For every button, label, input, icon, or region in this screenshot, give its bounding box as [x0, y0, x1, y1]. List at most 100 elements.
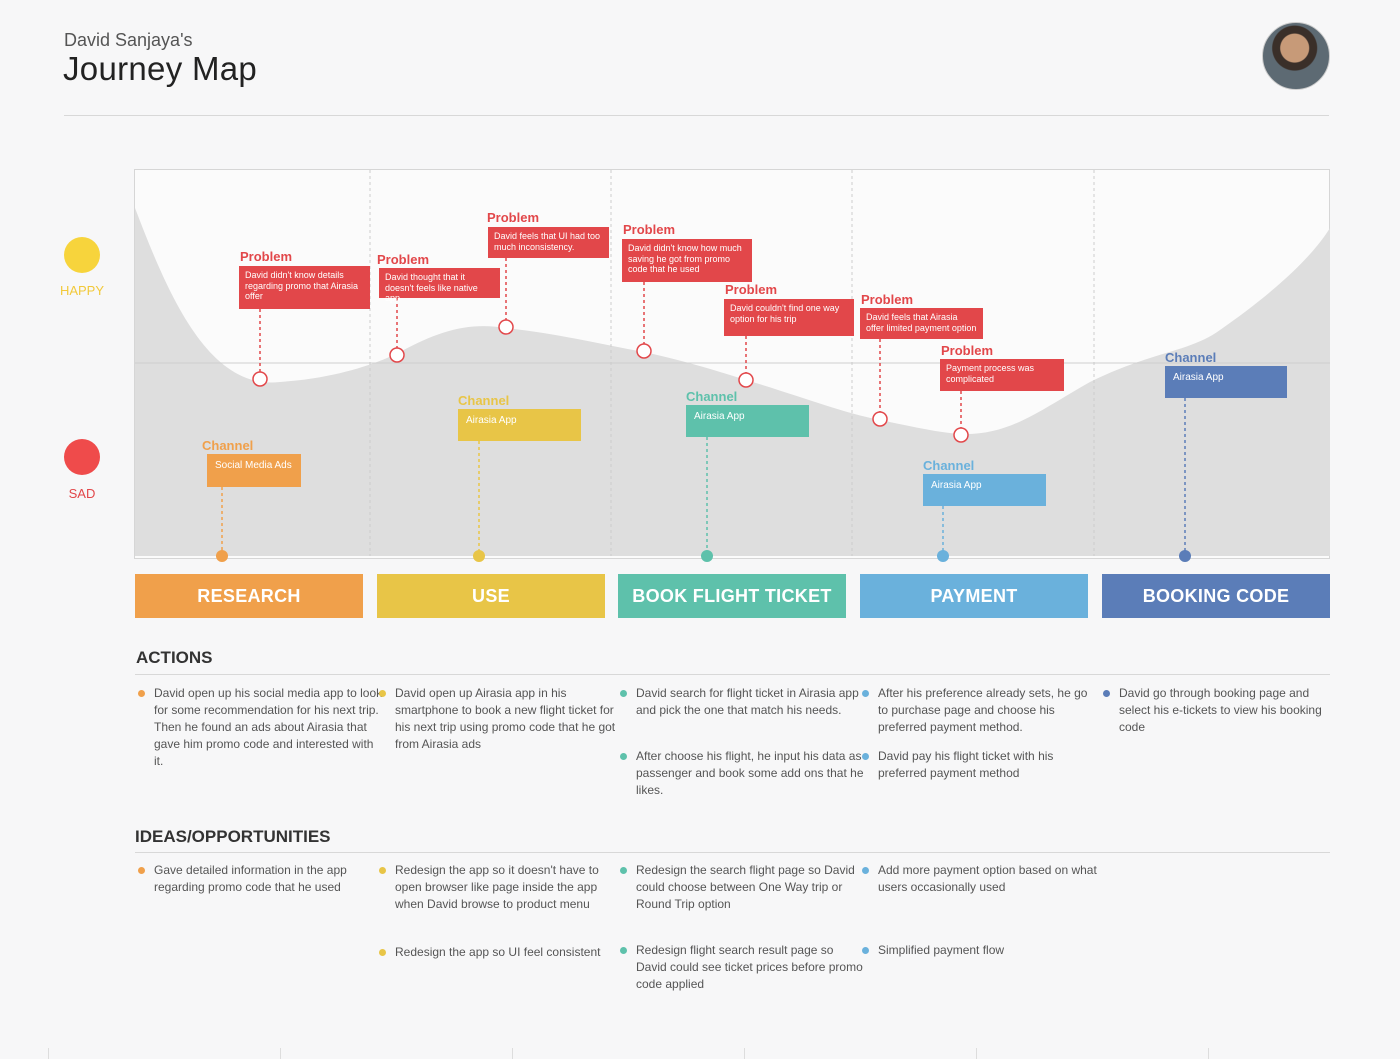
action-text: David open up his social media app to lo… — [154, 686, 383, 768]
bullet-dot — [862, 947, 869, 954]
problem-callout: David couldn't find one way option for h… — [724, 299, 854, 336]
idea-item: Redesign the search flight page so David… — [618, 862, 866, 913]
idea-text: Redesign the app so it doesn't have to o… — [395, 863, 599, 911]
footer-tick — [280, 1048, 281, 1059]
channel-callout: Airasia App — [458, 409, 581, 441]
idea-text: Add more payment option based on what us… — [878, 863, 1097, 894]
actions-heading: ACTIONS — [136, 648, 213, 667]
bullet-dot — [620, 753, 627, 760]
channel-title: Channel — [923, 458, 975, 473]
bullet-dot — [862, 867, 869, 874]
stage-use: USE — [377, 574, 605, 618]
bullet-dot — [862, 753, 869, 760]
footer-tick — [976, 1048, 977, 1059]
idea-text: Redesign the search flight page so David… — [636, 863, 855, 911]
footer-tick — [48, 1048, 49, 1059]
problem-marker — [498, 319, 514, 335]
bullet-dot — [379, 949, 386, 956]
channel-callout: Social Media Ads — [207, 454, 301, 487]
sad-indicator-dot — [64, 439, 100, 475]
action-text: David search for flight ticket in Airasi… — [636, 686, 859, 717]
problem-title: Problem — [941, 343, 994, 358]
problem-callout: David thought that it doesn't feels like… — [379, 268, 500, 303]
problem-callout: David feels that UI had too much inconsi… — [488, 227, 609, 258]
channel-marker — [473, 550, 485, 562]
problem-callout: David feels that Airasia offer limited p… — [860, 308, 983, 339]
bullet-dot — [1103, 690, 1110, 697]
channel-title: Channel — [686, 389, 738, 404]
channel-callout: Airasia App — [686, 405, 809, 437]
action-item: David pay his flight ticket with his pre… — [860, 748, 1100, 782]
idea-item: Redesign flight search result page so Da… — [618, 942, 866, 993]
channel-marker — [1179, 550, 1191, 562]
happy-indicator-dot — [64, 237, 100, 273]
problem-title: Problem — [487, 210, 540, 225]
footer-tick — [1208, 1048, 1209, 1059]
footer-tick — [512, 1048, 513, 1059]
action-item: David open up his social media app to lo… — [136, 685, 386, 770]
map-owner-subtitle: David Sanjaya's — [64, 30, 193, 50]
header-divider — [64, 115, 1329, 116]
problem-title: Problem — [861, 292, 914, 307]
bullet-dot — [379, 690, 386, 697]
channel-marker — [701, 550, 713, 562]
problem-callout: Payment process was complicated — [940, 359, 1064, 391]
channel-title: Channel — [202, 438, 254, 453]
bullet-dot — [862, 690, 869, 697]
action-text: David open up Airasia app in his smartph… — [395, 686, 616, 751]
action-item: David search for flight ticket in Airasi… — [618, 685, 864, 719]
action-text: After his preference already sets, he go… — [878, 686, 1088, 734]
bullet-dot — [620, 690, 627, 697]
problem-marker — [389, 347, 405, 363]
channel-title: Channel — [458, 393, 510, 408]
ideas-divider — [135, 852, 1330, 853]
problem-marker — [953, 427, 969, 443]
emotion-curve-layer — [135, 170, 1330, 562]
emotion-curve — [135, 208, 1330, 556]
bullet-dot — [138, 867, 145, 874]
bullet-dot — [379, 867, 386, 874]
sad-label: SAD — [68, 486, 96, 501]
channel-callout: Airasia App — [1165, 366, 1287, 398]
idea-item: Gave detailed information in the app reg… — [136, 862, 386, 896]
happy-label: HAPPY — [59, 283, 105, 298]
channel-callout: Airasia App — [923, 474, 1046, 506]
stage-dividers — [369, 170, 1095, 556]
channel-marker — [937, 550, 949, 562]
action-text: After choose his flight, he input his da… — [636, 749, 864, 797]
ideas-heading: IDEAS/OPPORTUNITIES — [135, 827, 331, 846]
problem-callout: David didn't know details regarding prom… — [239, 266, 370, 309]
idea-text: Simplified payment flow — [878, 943, 1005, 957]
stage-book-flight-ticket: BOOK FLIGHT TICKET — [618, 574, 846, 618]
stage-booking-code: BOOKING CODE — [1102, 574, 1330, 618]
action-item: David go through booking page and select… — [1101, 685, 1339, 736]
action-text: David pay his flight ticket with his pre… — [878, 749, 1054, 780]
problem-title: Problem — [725, 282, 778, 297]
idea-item: Redesign the app so it doesn't have to o… — [377, 862, 625, 913]
idea-text: Redesign flight search result page so Da… — [636, 943, 863, 991]
actions-divider — [135, 674, 1330, 675]
idea-item: Add more payment option based on what us… — [860, 862, 1100, 896]
idea-text: Redesign the app so UI feel consistent — [395, 945, 601, 959]
stage-research: RESEARCH — [135, 574, 363, 618]
idea-item: Simplified payment flow — [860, 942, 1100, 959]
channel-title: Channel — [1165, 350, 1217, 365]
page-title: Journey Map — [63, 50, 258, 87]
problem-marker — [252, 371, 268, 387]
action-item: After choose his flight, he input his da… — [618, 748, 864, 799]
problem-marker — [636, 343, 652, 359]
bullet-dot — [620, 867, 627, 874]
action-item: David open up Airasia app in his smartph… — [377, 685, 617, 753]
channel-marker — [216, 550, 228, 562]
avatar — [1262, 22, 1330, 90]
problem-title: Problem — [623, 222, 676, 237]
idea-item: Redesign the app so UI feel consistent — [377, 944, 625, 961]
problem-marker — [738, 372, 754, 388]
stage-payment: PAYMENT — [860, 574, 1088, 618]
problem-title: Problem — [240, 249, 293, 264]
problem-marker — [872, 411, 888, 427]
problem-title: Problem — [377, 252, 430, 267]
action-item: After his preference already sets, he go… — [860, 685, 1100, 736]
action-text: David go through booking page and select… — [1119, 686, 1322, 734]
footer-tick — [744, 1048, 745, 1059]
